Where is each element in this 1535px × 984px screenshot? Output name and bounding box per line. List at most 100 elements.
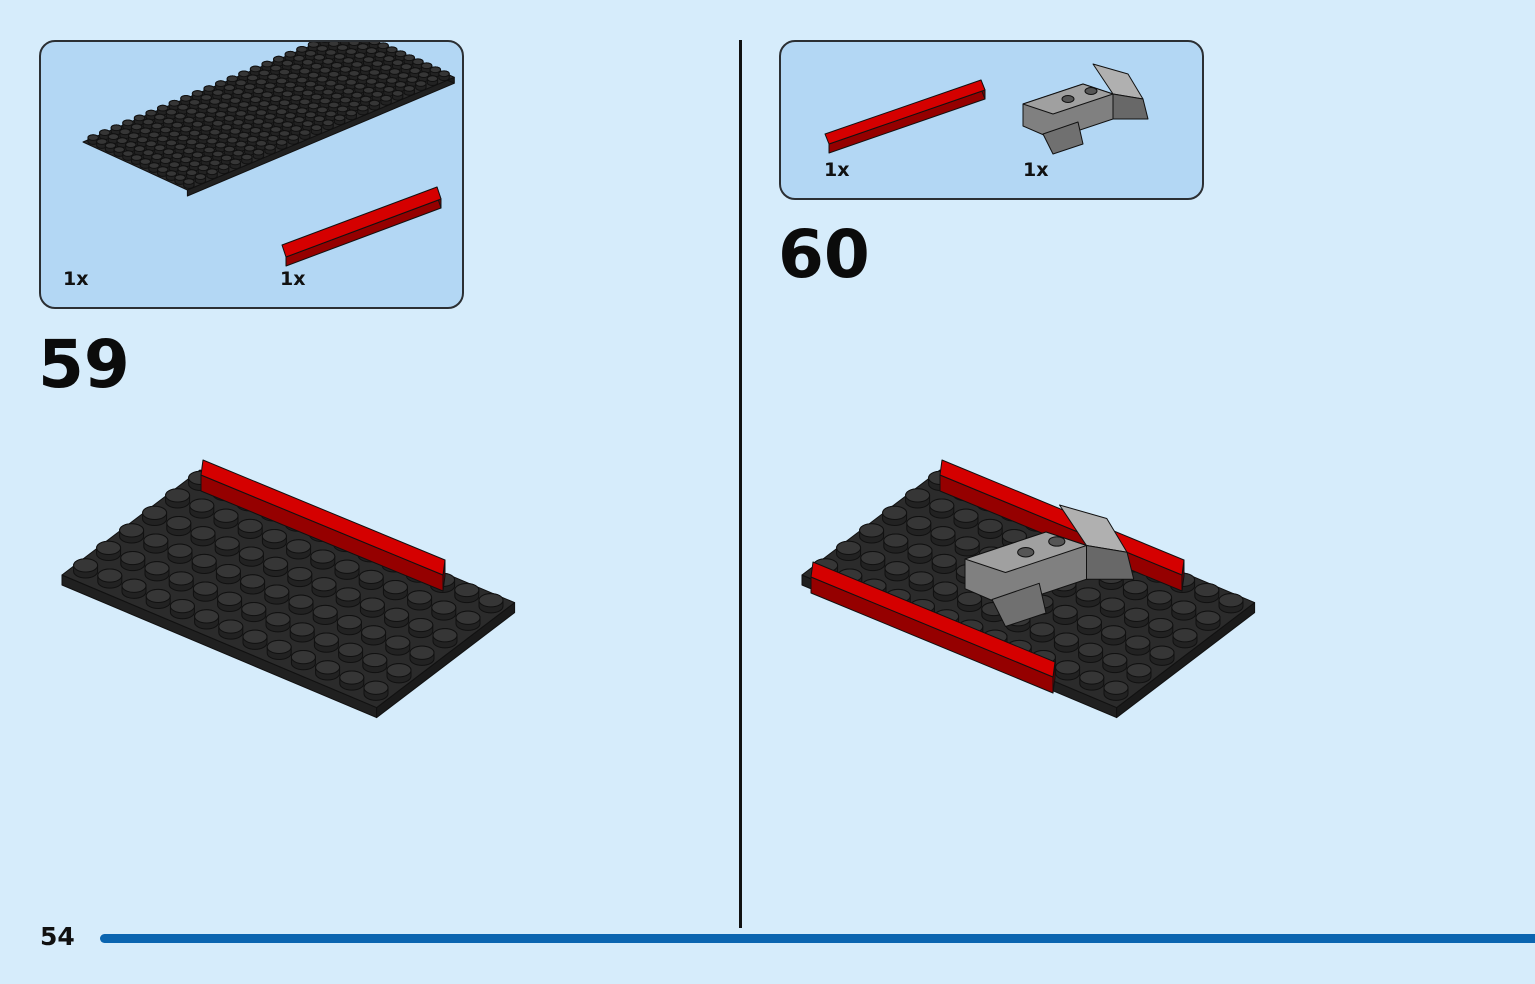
stud-top (361, 625, 387, 640)
stud-top (368, 42, 381, 46)
stud-top (302, 120, 314, 128)
stud-top (165, 108, 178, 116)
stud-top (1195, 610, 1221, 625)
stud-top (389, 68, 401, 75)
stud-top (246, 74, 259, 82)
stud-top (299, 129, 311, 136)
stud-top (328, 101, 340, 109)
stud-top (1171, 600, 1197, 615)
stud-top (1076, 615, 1102, 630)
stud-top (345, 109, 357, 117)
stud-top (180, 156, 192, 164)
stud-top (119, 523, 145, 538)
stud-top (313, 632, 339, 647)
stud-top (310, 93, 323, 101)
stud-top (212, 119, 224, 127)
stud-top (365, 47, 378, 55)
stud-top (357, 73, 369, 81)
stud-top (264, 82, 276, 90)
stud-top (313, 115, 326, 123)
stud-top (189, 498, 215, 513)
stud-top (191, 120, 204, 128)
stud-top (159, 126, 172, 134)
stud-top (229, 97, 241, 104)
stud-top (206, 168, 218, 176)
stud-top (226, 75, 239, 83)
stud-top (226, 106, 239, 113)
stud-top (168, 571, 194, 586)
stud-top (249, 96, 262, 104)
stud-top (241, 92, 253, 100)
red-tile-part-image (281, 186, 442, 267)
stud-top (431, 600, 457, 615)
stud-top (334, 559, 360, 574)
stud-top (220, 93, 233, 100)
stud-top (342, 87, 355, 95)
stud-top (316, 75, 328, 83)
stud-top (183, 116, 195, 124)
stud-top (154, 144, 166, 152)
stud-top (412, 58, 424, 66)
stud-top (359, 597, 385, 612)
stud-top (139, 127, 152, 135)
stud-top (270, 64, 282, 72)
stud-top (241, 601, 267, 617)
stud-top (167, 543, 193, 558)
stud-top (1122, 580, 1148, 595)
stud-top (275, 77, 288, 85)
stud-top (310, 124, 323, 132)
stud-top (384, 607, 410, 622)
stud-top (328, 42, 340, 47)
stud-top (302, 89, 314, 97)
stud-top (119, 128, 131, 136)
stud-top (97, 568, 123, 583)
stud-top (116, 137, 128, 145)
stud-top (273, 86, 285, 94)
stud-top (1102, 652, 1128, 668)
grey-wedge-part-image (1022, 63, 1149, 155)
stud-top (223, 84, 236, 92)
stud-top (235, 110, 247, 117)
stud-top (215, 141, 227, 149)
stud-top (96, 540, 122, 555)
stud-top (261, 122, 273, 129)
stud-top (125, 141, 137, 149)
stud-top (240, 574, 266, 589)
stud-top (266, 639, 292, 655)
stud-top (275, 138, 288, 146)
stud-top (1124, 607, 1150, 622)
stud-top (278, 130, 291, 137)
stud-top (270, 126, 282, 133)
stud-top (203, 115, 215, 123)
stud-top (162, 117, 175, 125)
stud-top (154, 113, 166, 121)
stud-top (242, 629, 268, 644)
stud-top (215, 80, 227, 88)
stud-top (429, 66, 442, 74)
stud-top (325, 79, 337, 87)
stud-top (293, 54, 305, 62)
stud-top (232, 118, 244, 126)
stud-top (246, 135, 259, 143)
stud-top (1029, 622, 1055, 637)
stud-top (287, 103, 299, 111)
stud-top (374, 81, 386, 89)
stud-top (345, 78, 357, 86)
part-quantity: 1x (1023, 159, 1049, 181)
column-divider (739, 40, 742, 928)
stud-top (151, 122, 163, 130)
stud-top (218, 619, 244, 634)
stud-top (241, 153, 253, 161)
stud-top (186, 107, 198, 115)
stud-top (1194, 582, 1220, 598)
stud-top (177, 103, 189, 111)
stud-top (336, 44, 349, 51)
stud-top (365, 77, 378, 85)
stud-top (386, 46, 398, 54)
stud-top (191, 90, 204, 97)
stud-top (310, 549, 336, 564)
stud-top (214, 536, 240, 551)
stud-top (319, 66, 331, 74)
stud-top (217, 163, 230, 171)
stud-top (322, 119, 334, 127)
